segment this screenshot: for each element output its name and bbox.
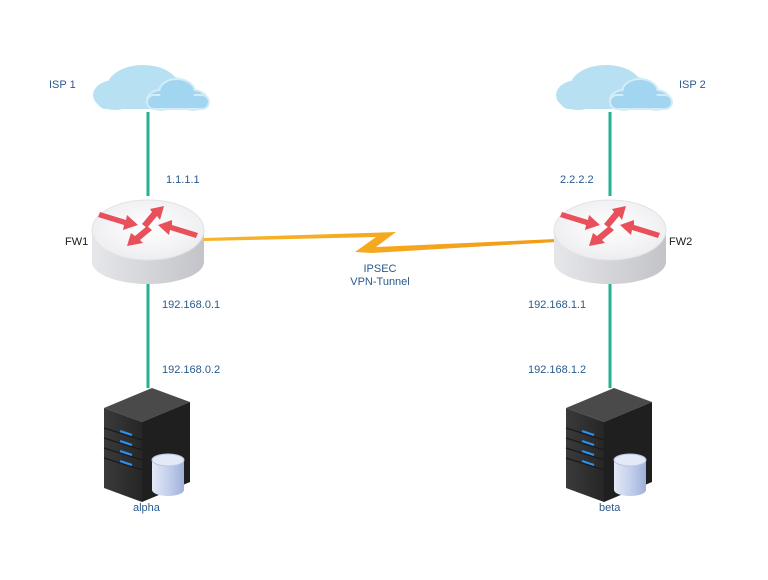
server-led-icon	[119, 429, 133, 467]
isp1-label: ISP 1	[49, 79, 76, 91]
tunnel-label-line2: VPN-Tunnel	[350, 276, 410, 288]
cloud-icon	[93, 65, 210, 111]
fw2-label: FW2	[669, 236, 693, 248]
vpn-tunnel-link	[204, 232, 556, 253]
fw1-wan-ip: 1.1.1.1	[166, 174, 200, 186]
server-icon	[103, 388, 190, 502]
router-icon	[91, 199, 205, 284]
router-icon	[553, 199, 667, 284]
cloud-icon	[556, 65, 673, 111]
alpha-ip: 192.168.0.2	[162, 364, 221, 376]
isp2-label: ISP 2	[679, 79, 706, 91]
tunnel-label-line1: IPSEC	[363, 263, 397, 275]
fw1-lan-ip: 192.168.0.1	[162, 299, 221, 311]
database-icon	[613, 453, 647, 496]
beta-ip: 192.168.1.2	[528, 364, 587, 376]
fw1-label: FW1	[65, 236, 89, 248]
server-led-icon	[581, 429, 595, 467]
database-icon	[151, 453, 185, 496]
fw2-wan-ip: 2.2.2.2	[560, 174, 594, 186]
fw2-lan-ip: 192.168.1.1	[528, 299, 587, 311]
beta-label: beta	[599, 502, 621, 514]
alpha-label: alpha	[133, 502, 160, 514]
